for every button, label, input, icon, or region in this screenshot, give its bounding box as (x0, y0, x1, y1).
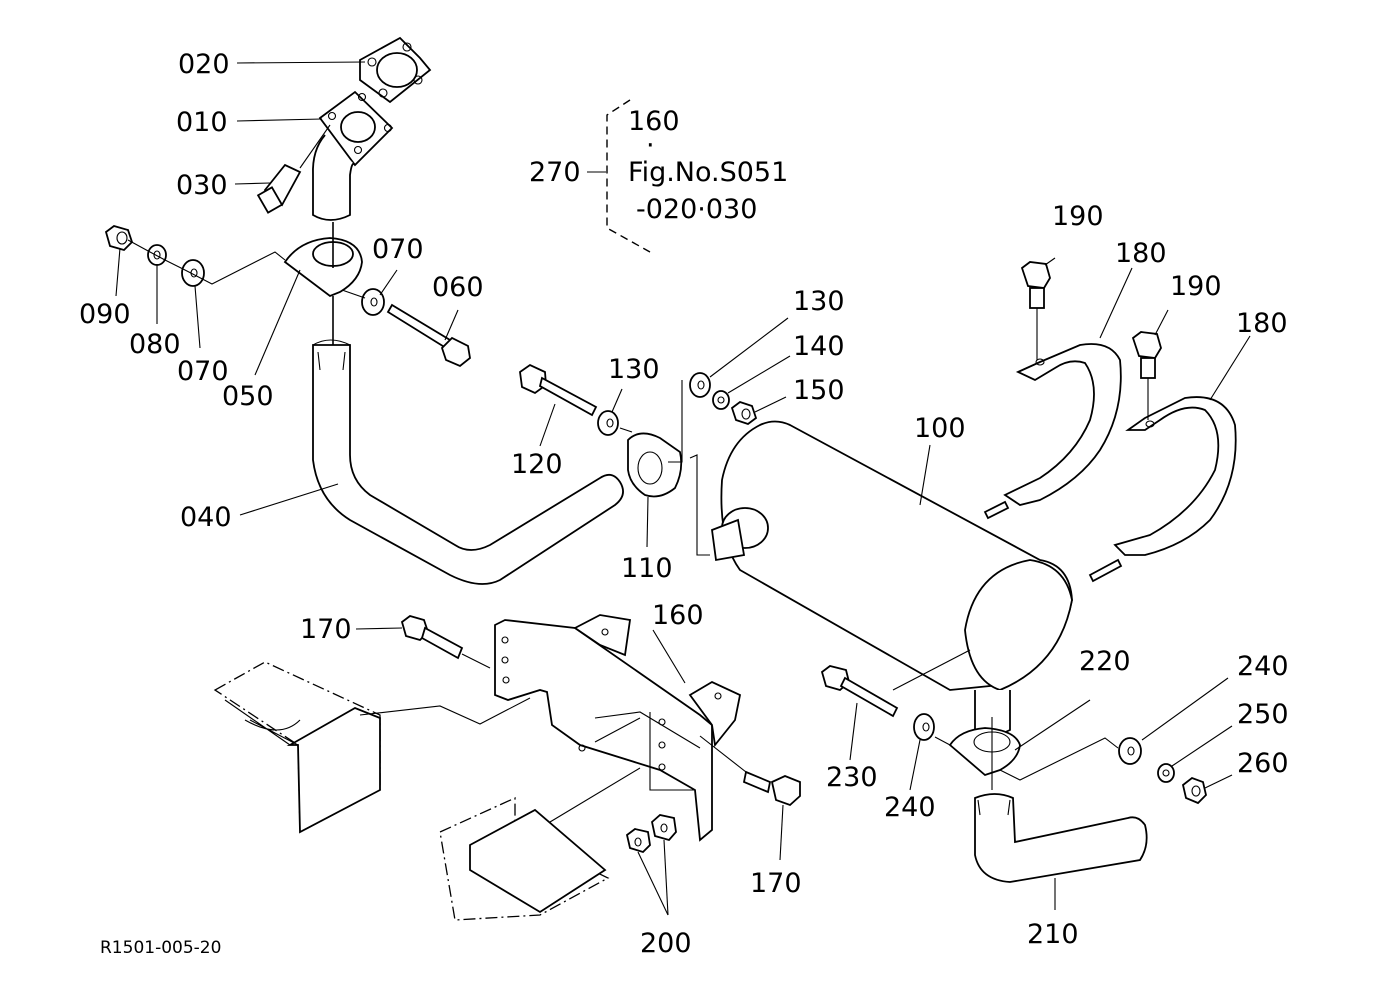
label-240-left: 240 (884, 792, 936, 823)
bolt-230 (820, 649, 971, 718)
note-line-160: 160 (628, 106, 680, 137)
label-170-lower: 170 (750, 868, 802, 899)
clamp-220 (948, 717, 1021, 790)
label-090: 090 (79, 299, 131, 330)
label-270: 270 (529, 157, 581, 188)
fig-reference-note: 270 160 · Fig.No.S051 -020·030 (529, 99, 788, 253)
bolt-190-left (1020, 261, 1051, 360)
washer-070-right (361, 288, 385, 316)
label-170-upper: 170 (300, 614, 352, 645)
label-250: 250 (1237, 699, 1289, 730)
bolt-170-lower (699, 735, 801, 807)
label-180-left: 180 (1115, 238, 1167, 269)
label-230: 230 (826, 762, 878, 793)
label-050: 050 (222, 381, 274, 412)
label-030: 030 (176, 170, 228, 201)
label-040: 040 (180, 502, 232, 533)
bolt-170-upper (400, 615, 491, 669)
label-100: 100 (914, 413, 966, 444)
label-080: 080 (129, 329, 181, 360)
elbow-pipe-010 (312, 90, 394, 221)
label-190-right: 190 (1170, 271, 1222, 302)
leader-lines (115, 61, 1251, 916)
label-020: 020 (178, 49, 230, 80)
washer-240-left (913, 713, 935, 741)
strap-band-180-left (983, 343, 1122, 520)
label-060: 060 (432, 272, 484, 303)
pipe-clamp-050 (283, 222, 363, 298)
label-070-left: 070 (177, 356, 229, 387)
bolt-190-right (1131, 331, 1162, 420)
nut-150 (730, 400, 758, 426)
nut-260 (1181, 776, 1207, 805)
gasket-020 (359, 36, 432, 104)
engine-mount-bottom (439, 796, 610, 921)
label-010: 010 (176, 107, 228, 138)
label-190-left: 190 (1052, 201, 1104, 232)
lock-washer-080 (147, 244, 167, 266)
nut-090 (104, 225, 134, 252)
drawing-reference-code: R1501-005-20 (100, 938, 221, 958)
lock-washer-140 (712, 390, 730, 410)
nut-200-right (651, 814, 677, 842)
note-fig-number: Fig.No.S051 (628, 157, 788, 188)
lock-washer-250 (1157, 763, 1175, 783)
stud-bolt-030 (256, 124, 331, 214)
label-120: 120 (511, 449, 563, 480)
label-240-right: 240 (1237, 651, 1289, 682)
label-220: 220 (1079, 646, 1131, 677)
label-110: 110 (621, 553, 673, 584)
label-070-right: 070 (372, 234, 424, 265)
washer-130-left (597, 410, 619, 436)
clamp-110 (627, 432, 683, 498)
washer-070-left (181, 259, 205, 287)
label-130-left: 130 (608, 354, 660, 385)
strap-band-180-right (1088, 396, 1237, 583)
label-260: 260 (1237, 748, 1289, 779)
label-140: 140 (793, 331, 845, 362)
muffler-100 (711, 420, 1073, 736)
engine-mount-left (213, 661, 381, 834)
part-labels: 020 010 030 090 080 070 050 070 060 040 … (79, 49, 1289, 959)
label-200: 200 (640, 928, 692, 959)
label-210: 210 (1027, 919, 1079, 950)
label-160: 160 (652, 600, 704, 631)
note-subparts: -020·030 (636, 194, 757, 225)
note-dot: · (646, 130, 655, 161)
label-180-right: 180 (1236, 308, 1288, 339)
label-150: 150 (793, 375, 845, 406)
bolt-120 (519, 363, 598, 417)
tail-pipe-210 (974, 793, 1148, 883)
washer-240-right (1118, 737, 1142, 765)
nut-200-left (625, 828, 651, 854)
label-130-right: 130 (793, 286, 845, 317)
washer-130-right (689, 372, 711, 398)
exhaust-pipe-040 (312, 296, 624, 585)
bracket-160 (494, 614, 742, 842)
bolt-060 (341, 289, 471, 368)
